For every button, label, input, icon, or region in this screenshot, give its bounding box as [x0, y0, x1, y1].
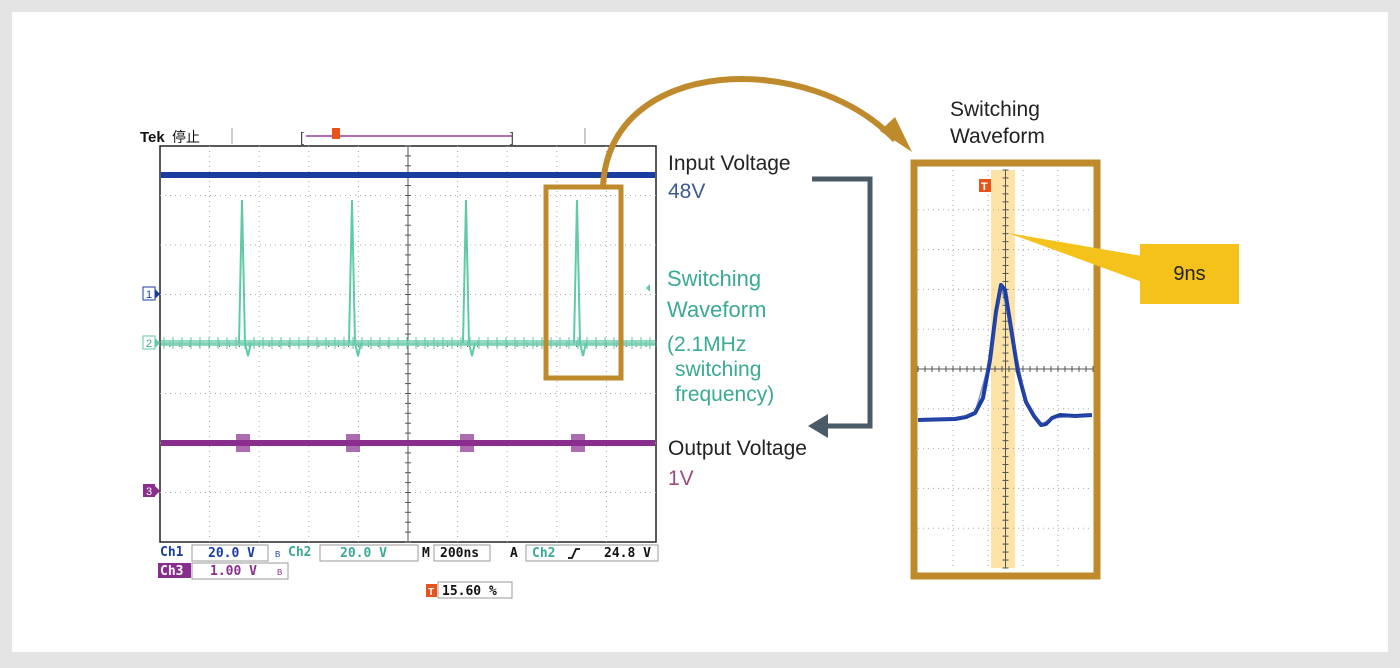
- ch2-scale: 20.0 V: [340, 546, 387, 561]
- svg-text:3: 3: [146, 486, 152, 498]
- ch3-trace: [161, 434, 655, 452]
- switching-note-line2: switching: [675, 358, 762, 381]
- scope-state: 停止: [172, 129, 200, 145]
- switching-note-line1: (2.1MHz: [667, 333, 747, 356]
- trigger-level-marker: [646, 284, 650, 292]
- input-to-output-arrow: [808, 176, 873, 438]
- switching-label-line1: Switching: [667, 266, 762, 291]
- switching-note-line3: frequency): [675, 383, 775, 406]
- selection-frame: [543, 184, 624, 381]
- timebase-value: 200ns: [440, 546, 479, 561]
- ch1-marker: 1: [142, 286, 160, 301]
- switching-label-line2: Waveform: [667, 297, 767, 322]
- input-voltage-value: 48V: [668, 180, 706, 203]
- svg-text:[: [: [300, 129, 304, 145]
- svg-text:B: B: [277, 568, 282, 577]
- svg-text:2: 2: [146, 338, 152, 350]
- record-view-bar: [ ]: [300, 128, 514, 145]
- ch1-trace: [161, 172, 655, 178]
- ch1-scale: 20.0 V: [208, 546, 255, 561]
- svg-text:1: 1: [146, 289, 152, 301]
- ch1-label: Ch1: [160, 545, 184, 560]
- scope-brand: Tek: [140, 129, 165, 146]
- trigger-label: A: [510, 546, 518, 561]
- trigger-source: Ch2: [532, 546, 555, 561]
- ch2-label: Ch2: [288, 545, 311, 560]
- pulse-width-label: 9ns: [1173, 263, 1206, 285]
- input-voltage-label: Input Voltage: [668, 152, 791, 175]
- svg-text:B: B: [275, 550, 280, 559]
- ch2-trace: [161, 199, 655, 357]
- pulse-width-callout: [1008, 233, 1239, 304]
- ch2-marker: 2: [142, 335, 160, 350]
- timebase-label: M: [422, 546, 430, 561]
- zoom-title-line1: Switching: [950, 98, 1040, 121]
- rising-edge-icon: [568, 548, 580, 559]
- ch3-scale: 1.00 V: [210, 564, 257, 579]
- zoom-trigger-marker-icon: T: [979, 179, 991, 193]
- output-voltage-value: 1V: [668, 467, 694, 490]
- svg-text:T: T: [981, 181, 988, 193]
- ch3-marker: 3: [143, 484, 160, 498]
- trigger-level: 24.8 V: [604, 546, 651, 561]
- ch3-label: Ch3: [160, 564, 183, 579]
- zoom-curved-arrow: [600, 76, 898, 187]
- zoom-graticule: [917, 169, 1094, 569]
- svg-text:]: ]: [510, 129, 514, 145]
- trigger-position-icon: T: [426, 584, 437, 598]
- trigger-position: 15.60 %: [442, 584, 497, 599]
- zoom-title-line2: Waveform: [950, 125, 1045, 148]
- output-voltage-label: Output Voltage: [668, 437, 807, 460]
- svg-text:T: T: [428, 587, 434, 598]
